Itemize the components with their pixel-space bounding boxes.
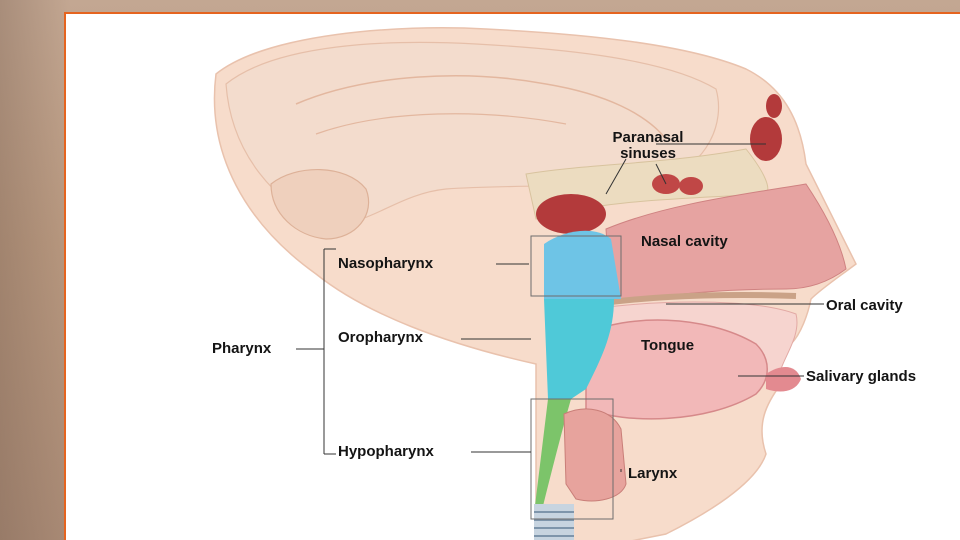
- label-larynx: Larynx: [628, 466, 677, 482]
- label-hypopharynx: Hypopharynx: [338, 444, 434, 460]
- label-pharynx: Pharynx: [212, 341, 271, 357]
- label-nasopharynx: Nasopharynx: [338, 256, 433, 272]
- larynx-structure: [564, 409, 626, 501]
- slide-panel: Paranasal sinuses Nasal cavity Oral cavi…: [64, 12, 960, 540]
- head-neck-anatomy-diagram: [66, 14, 960, 540]
- label-salivary-glands: Salivary glands: [806, 369, 916, 385]
- frontal-sinus: [750, 117, 782, 161]
- label-nasal-cavity: Nasal cavity: [641, 234, 728, 250]
- ethmoid-sinus: [679, 177, 703, 195]
- label-paranasal-sinuses: Paranasal sinuses: [600, 130, 696, 162]
- label-tongue: Tongue: [641, 338, 694, 354]
- sphenoid-sinus: [536, 194, 606, 234]
- trachea: [534, 504, 574, 540]
- frontal-sinus-upper: [766, 94, 782, 118]
- label-oral-cavity: Oral cavity: [826, 298, 903, 314]
- nasopharynx-region: [544, 231, 621, 299]
- label-oropharynx: Oropharynx: [338, 330, 423, 346]
